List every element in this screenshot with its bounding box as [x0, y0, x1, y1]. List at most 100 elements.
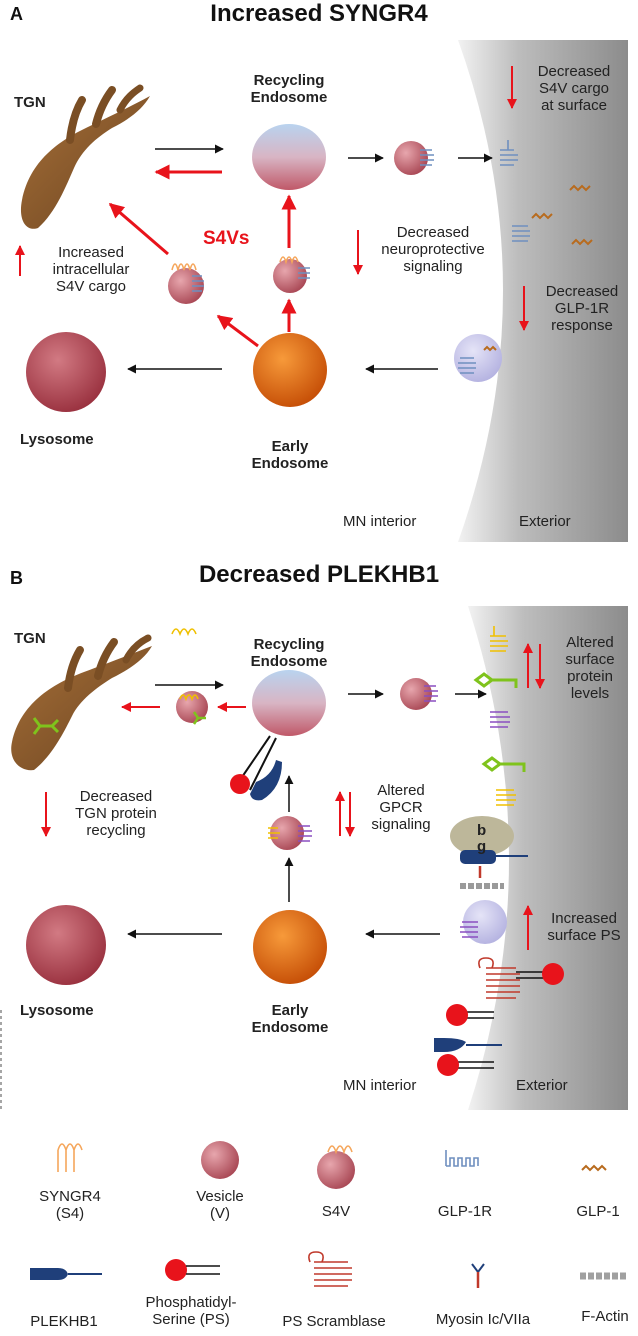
- altered-surface-line1: Altered: [566, 634, 614, 651]
- increased-cargo-line3: S4V cargo: [55, 278, 127, 295]
- legend-ps-line1: Phosphatidyl-: [145, 1294, 237, 1311]
- legend-ps-label: Phosphatidyl- Serine (PS): [136, 1294, 246, 1328]
- decreased-glp-label-a: Decreased GLP-1R response: [530, 283, 634, 334]
- vesicle-tgn-b: [176, 691, 208, 725]
- legend-vesicle-icon: [201, 1141, 239, 1179]
- decreased-glp-line1: Decreased: [545, 283, 619, 300]
- legend-s4v-icon: [317, 1145, 355, 1189]
- exterior-label-b: Exterior: [516, 1077, 568, 1094]
- legend-glp1-label: GLP-1: [576, 1203, 620, 1220]
- tgn-label-b: TGN: [14, 630, 46, 647]
- lysosome-b: [26, 905, 106, 985]
- recycling-endosome-a: [252, 124, 326, 190]
- s4vs-label: S4Vs: [203, 228, 250, 249]
- legend-factin-label: F-Actin: [581, 1308, 629, 1325]
- recycling-label-b-line1: Recycling: [253, 636, 325, 653]
- early-label-a-line2: Endosome: [251, 455, 329, 472]
- legend-vesicle-label: Vesicle (V): [180, 1188, 260, 1222]
- legend-syngr4-line2: (S4): [55, 1205, 85, 1222]
- recycling-label-a-line2: Endosome: [250, 89, 328, 106]
- legend-glp1-icon: [581, 1164, 607, 1172]
- tgn-organelle-a: [20, 84, 150, 229]
- legend-myosin-icon: [471, 1263, 485, 1288]
- legend-s4v-label: S4V: [321, 1203, 351, 1220]
- altered-surface-line4: levels: [570, 685, 610, 702]
- decreased-tgn-line1: Decreased: [79, 788, 153, 805]
- altered-gpcr-label-b: Altered GPCR signaling: [356, 782, 446, 833]
- panel-a-letter: A: [10, 4, 23, 24]
- early-label-b: Early Endosome: [220, 1002, 360, 1036]
- legend-plekhb1-label: PLEKHB1: [30, 1313, 98, 1330]
- cell-membrane-b: [468, 606, 628, 1110]
- recycling-label-a: Recycling Endosome: [219, 72, 359, 106]
- panel-a-title: Increased SYNGR4: [210, 0, 428, 27]
- decreased-glp-line3: response: [551, 317, 613, 334]
- lysosome-label-b: Lysosome: [20, 1002, 94, 1019]
- legend-syngr4-label: SYNGR4 (S4): [22, 1188, 118, 1222]
- increased-cargo-label-a: Increased intracellular S4V cargo: [26, 244, 156, 295]
- increased-cargo-line2: intracellular: [52, 261, 130, 278]
- arrow-early-to-s4v-a: [216, 314, 259, 348]
- legend-ps-line2: Serine (PS): [152, 1311, 230, 1328]
- glp1r-bound-vesicle-a: [454, 334, 502, 382]
- altered-gpcr-line3: signaling: [371, 816, 431, 833]
- early-label-a: Early Endosome: [220, 438, 360, 472]
- increased-ps-line1: Increased: [551, 910, 617, 927]
- plekhb1-anchor-b: [230, 735, 282, 801]
- decreased-surface-line2: S4V cargo: [538, 80, 610, 97]
- decreased-neuro-line2: neuroprotective: [381, 241, 485, 258]
- altered-surface-line3: protein: [567, 668, 613, 685]
- mn-interior-label-a: MN interior: [343, 513, 417, 530]
- vesicle-early-b: [268, 816, 312, 850]
- exterior-label-a: Exterior: [519, 513, 571, 530]
- decreased-neuro-line3: signaling: [403, 258, 463, 275]
- early-endosome-b: [253, 910, 327, 984]
- s4v-vesicle-a1: [168, 263, 204, 304]
- legend-plekhb1-icon: [30, 1268, 102, 1280]
- glp1r-surface-a: [500, 140, 530, 242]
- gpcr-g-protein-b: [450, 816, 528, 889]
- early-label-b-line2: Endosome: [251, 1019, 329, 1036]
- altered-gpcr-line1: Altered: [377, 782, 425, 799]
- legend-ps-icon: [165, 1259, 220, 1281]
- mn-interior-label-b: MN interior: [343, 1077, 417, 1094]
- recycling-label-a-line1: Recycling: [253, 72, 325, 89]
- tgn-label-a: TGN: [14, 94, 46, 111]
- decreased-tgn-line2: TGN protein: [75, 805, 157, 822]
- legend-scramblase-label: PS Scramblase: [282, 1313, 386, 1330]
- recycling-label-b-line2: Endosome: [250, 653, 328, 670]
- ps-vesicle-b: [460, 900, 507, 944]
- legend-glp1r-icon: [445, 1150, 479, 1167]
- panel-b-letter: B: [10, 568, 23, 588]
- early-label-a-line1: Early: [271, 438, 309, 455]
- altered-surface-label-b: Altered surface protein levels: [548, 634, 632, 702]
- decreased-neuro-label-a: Decreased neuroprotective signaling: [366, 224, 500, 275]
- decreased-surface-label-a: Decreased S4V cargo at surface: [514, 63, 634, 114]
- panel-b-title: Decreased PLEKHB1: [198, 561, 440, 588]
- glp1-ligand-a: [531, 184, 593, 246]
- lysosome-a: [26, 332, 106, 412]
- early-label-b-line1: Early: [271, 1002, 309, 1019]
- glp1r-vesicle-a: [394, 141, 434, 175]
- legend-syngr4-line1: SYNGR4: [39, 1188, 101, 1205]
- legend-glp1r-label: GLP-1R: [437, 1203, 493, 1220]
- increased-ps-label-b: Increased surface PS: [534, 910, 634, 944]
- s4v-vesicle-a2: [273, 256, 310, 293]
- vesicle-recycling-b: [400, 678, 438, 710]
- recycling-label-b: Recycling Endosome: [219, 636, 359, 670]
- beta-label: b: [477, 822, 487, 839]
- decreased-surface-line1: Decreased: [537, 63, 611, 80]
- legend-syngr4-icon: [57, 1143, 83, 1172]
- tgn-organelle-b: [11, 628, 197, 771]
- altered-gpcr-line2: GPCR: [379, 799, 423, 816]
- increased-ps-line2: surface PS: [547, 927, 621, 944]
- legend-vesicle-line1: Vesicle: [196, 1188, 244, 1205]
- lysosome-label-a: Lysosome: [20, 431, 94, 448]
- legend-vesicle-line2: (V): [210, 1205, 230, 1222]
- decreased-tgn-line3: recycling: [86, 822, 146, 839]
- recycling-endosome-b: [252, 670, 326, 736]
- ps-lipids-b: [434, 1004, 502, 1076]
- arrow-s4v-to-tgn-a: [108, 202, 169, 256]
- decreased-glp-line2: GLP-1R: [554, 300, 610, 317]
